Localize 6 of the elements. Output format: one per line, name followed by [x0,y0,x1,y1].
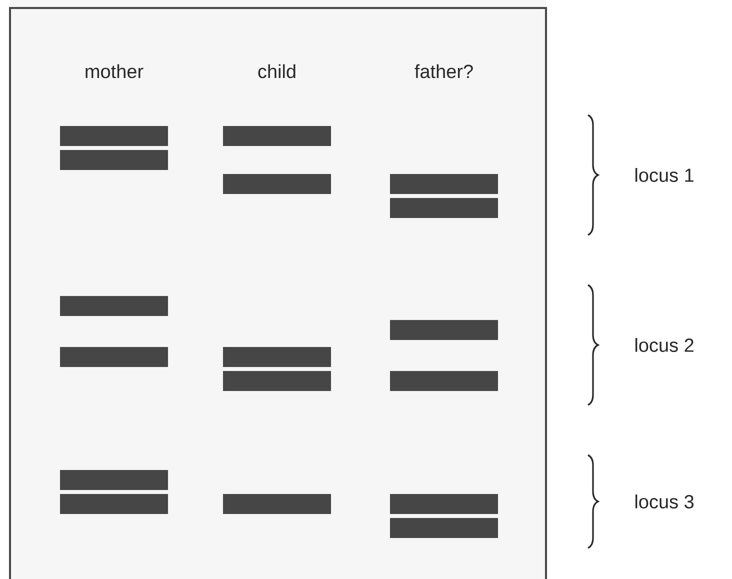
lane-label: father? [414,64,473,78]
locus-label: locus 3 [635,494,694,508]
locus-label: locus 2 [635,338,694,352]
lane-label: child [258,64,296,78]
locus-label: locus 1 [635,168,694,182]
lane-label: mother [86,64,144,78]
